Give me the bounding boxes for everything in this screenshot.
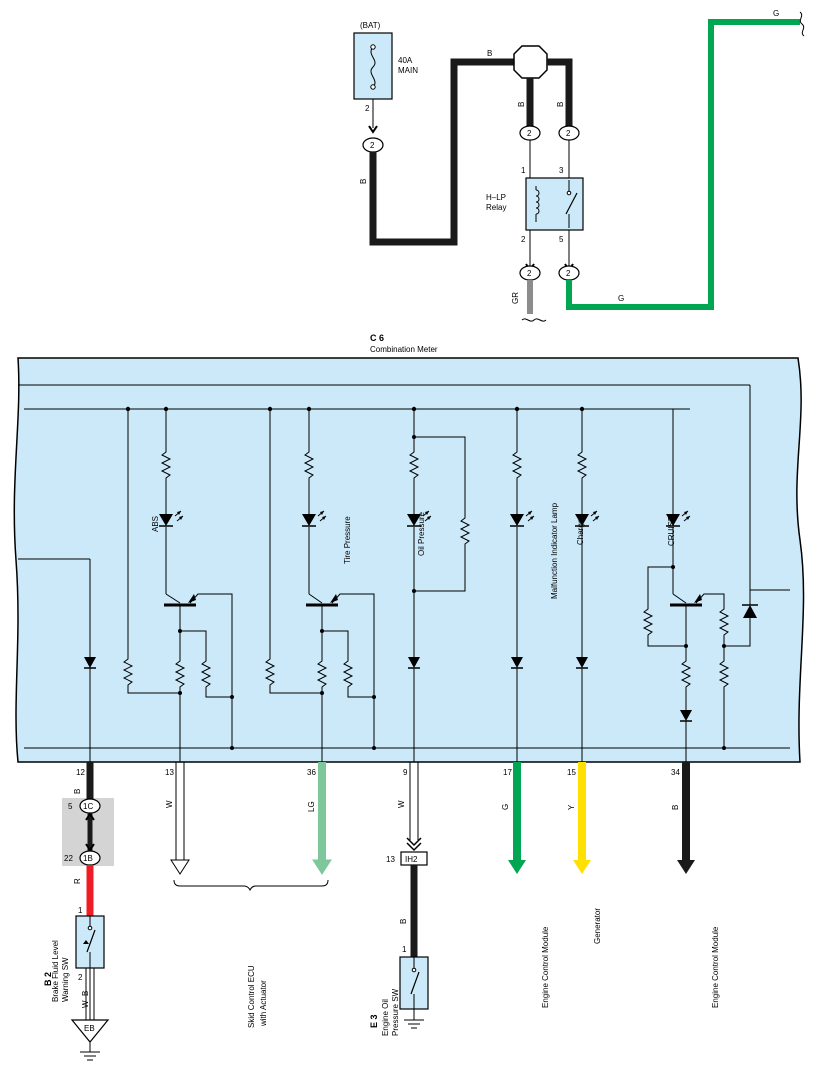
svg-text:B: B xyxy=(517,102,526,107)
svg-text:W: W xyxy=(397,800,406,808)
e3-code: E 3 xyxy=(369,1014,379,1028)
b2-name1: Brake Fluid Level xyxy=(51,940,60,1002)
svg-text:2: 2 xyxy=(370,141,375,150)
svg-text:1: 1 xyxy=(402,945,407,954)
abs-label: ABS xyxy=(151,516,160,532)
e3-name1: Engine Oil xyxy=(381,999,390,1036)
svg-text:B: B xyxy=(359,179,368,184)
svg-text:15: 15 xyxy=(567,768,576,777)
charge-indicator-circuit xyxy=(574,409,600,762)
meter-name: Combination Meter xyxy=(370,345,438,354)
abs-indicator-circuit xyxy=(123,409,234,762)
svg-text:1C: 1C xyxy=(83,802,93,811)
svg-text:1: 1 xyxy=(78,906,83,915)
svg-text:9: 9 xyxy=(403,768,408,777)
svg-text:Relay: Relay xyxy=(486,203,506,212)
svg-text:G: G xyxy=(773,9,779,18)
skid-ecu-sublabel: with Actuator xyxy=(259,980,268,1027)
svg-text:1: 1 xyxy=(521,166,526,175)
engine-oil-pressure-switch xyxy=(399,956,429,1020)
svg-text:2: 2 xyxy=(566,269,571,278)
mil-label: Malfunction Indicator Lamp xyxy=(550,502,559,599)
svg-text:LG: LG xyxy=(307,801,316,812)
oil-pressure-indicator-circuit xyxy=(406,409,470,762)
svg-text:B: B xyxy=(671,805,680,810)
meter-code: C 6 xyxy=(370,333,384,343)
svg-text:3: 3 xyxy=(559,166,564,175)
svg-text:1B: 1B xyxy=(83,854,93,863)
tire-pressure-label: Tire Pressure xyxy=(343,516,352,564)
cruise-indicator-circuit xyxy=(643,409,790,762)
fuse-sub: MAIN xyxy=(398,66,418,75)
svg-text:B: B xyxy=(487,49,492,58)
charge-label: Charge xyxy=(576,518,585,545)
svg-text:2: 2 xyxy=(566,129,571,138)
svg-text:H–LP: H–LP xyxy=(486,193,506,202)
skid-ecu-label: Skid Control ECU xyxy=(247,965,256,1028)
svg-text:EB: EB xyxy=(84,1024,95,1033)
svg-text:W: W xyxy=(165,800,174,808)
w-wire-13 xyxy=(170,762,190,875)
fuse-name: 40A xyxy=(398,56,413,65)
svg-text:22: 22 xyxy=(64,854,73,863)
svg-text:B: B xyxy=(73,789,82,794)
svg-text:2: 2 xyxy=(527,269,532,278)
svg-text:W–B: W–B xyxy=(81,991,90,1008)
h-lp-relay xyxy=(525,177,584,231)
svg-text:36: 36 xyxy=(307,768,316,777)
svg-text:R: R xyxy=(73,878,82,884)
svg-text:13: 13 xyxy=(386,855,395,864)
svg-text:12: 12 xyxy=(76,768,85,777)
fuse-40a-main xyxy=(353,32,393,100)
generator-label: Generator xyxy=(593,908,602,944)
svg-text:13: 13 xyxy=(165,768,174,777)
ground-eb xyxy=(70,1019,110,1043)
svg-text:2: 2 xyxy=(527,129,532,138)
svg-text:5: 5 xyxy=(559,235,564,244)
tire-pressure-indicator-circuit xyxy=(265,409,376,762)
cruise-label: CRUISE xyxy=(667,516,676,546)
ecm-label-2: Engine Control Module xyxy=(711,926,720,1008)
svg-text:2: 2 xyxy=(78,973,83,982)
b2-code: B 2 xyxy=(43,972,53,986)
battery-wire xyxy=(369,58,520,246)
bat-label: (BAT) xyxy=(360,21,381,30)
g-wire xyxy=(566,19,800,310)
svg-text:2: 2 xyxy=(521,235,526,244)
brake-fluid-level-switch xyxy=(75,915,105,969)
svg-text:IH2: IH2 xyxy=(405,855,418,864)
svg-text:5: 5 xyxy=(68,802,73,811)
svg-text:Y: Y xyxy=(567,804,576,810)
svg-text:B: B xyxy=(556,102,565,107)
svg-text:G: G xyxy=(618,294,624,303)
junction-node xyxy=(513,45,548,79)
svg-text:34: 34 xyxy=(671,768,680,777)
svg-text:17: 17 xyxy=(503,768,512,777)
ecm-label-1: Engine Control Module xyxy=(541,926,550,1008)
oil-pressure-label: Oil Pressure xyxy=(417,511,426,556)
e3-name2: Pressure SW xyxy=(391,988,400,1036)
b2-name2: Warning SW xyxy=(61,957,70,1002)
skid-bracket xyxy=(173,879,329,892)
combination-meter-panel xyxy=(13,357,805,763)
fuse-pin: 2 xyxy=(365,104,370,113)
svg-text:B: B xyxy=(399,919,408,924)
svg-text:GR: GR xyxy=(511,292,520,304)
mil-indicator-circuit xyxy=(509,409,535,762)
svg-text:G: G xyxy=(501,804,510,810)
